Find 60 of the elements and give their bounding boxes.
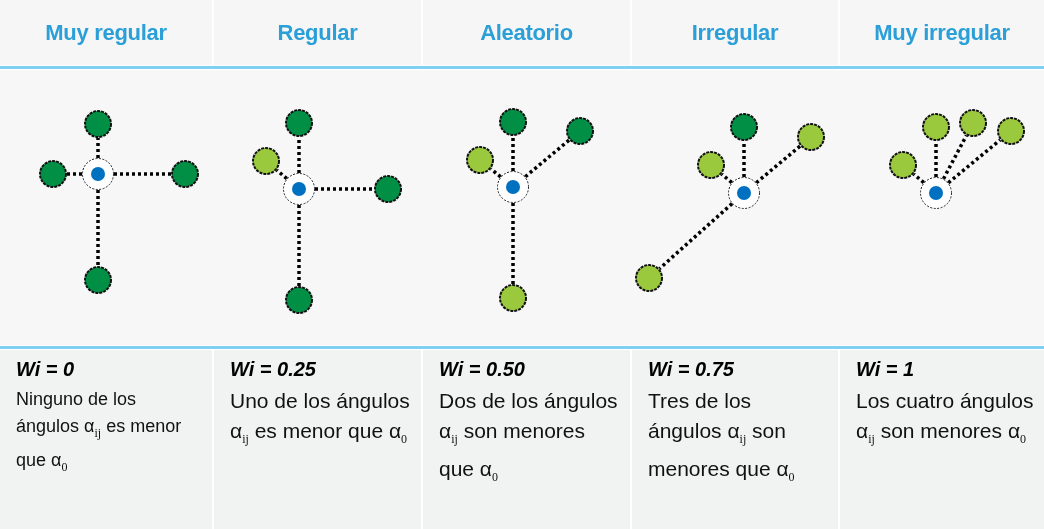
dotted-connector xyxy=(720,172,733,184)
dotted-connector xyxy=(489,167,502,179)
dotted-connector xyxy=(67,172,82,176)
neighbor-node xyxy=(373,174,403,204)
neighbor-node xyxy=(565,116,595,146)
dotted-connector xyxy=(912,172,925,184)
neighbor-node xyxy=(796,122,826,152)
weight-value: Wi = 1 xyxy=(856,358,915,381)
column-heading: Irregular xyxy=(691,19,779,46)
column-heading: Aleatorio xyxy=(480,19,573,46)
dotted-connector xyxy=(524,138,571,179)
weight-value: Wi = 0.75 xyxy=(648,358,734,381)
neighbor-node xyxy=(634,263,664,293)
description-text: Tres de los ángulos α$_{ij}$ son menores que α$_{0}$ xyxy=(648,388,796,487)
neighbor-node xyxy=(83,109,113,139)
dotted-connector xyxy=(297,205,301,286)
neighbor-node xyxy=(38,159,68,189)
neighbor-node xyxy=(958,108,988,138)
neighbor-node xyxy=(696,150,726,180)
column-heading: Muy irregular xyxy=(874,19,1010,46)
description-text: Dos de los ángulos α$_{ij}$ son menores que α$_{0}$ xyxy=(439,388,619,487)
dotted-connector xyxy=(947,138,1002,185)
hub-node xyxy=(81,157,115,191)
description-text: Los cuatro ángulos α$_{ij}$ son menores α$_{0}$ xyxy=(856,388,1034,449)
neighbor-node xyxy=(921,112,951,142)
weight-value: Wi = 0.50 xyxy=(439,358,525,381)
hub-node xyxy=(727,176,761,210)
description-text: Ninguno de los ángulos α$_{ij}$ es menor que α$_{0}$ xyxy=(16,388,183,476)
neighbor-node xyxy=(170,159,200,189)
neighbor-node xyxy=(888,150,918,180)
dotted-connector xyxy=(511,203,515,284)
dotted-connector xyxy=(755,144,802,185)
hub-node xyxy=(919,176,953,210)
dotted-connector xyxy=(658,202,734,270)
dotted-connector xyxy=(742,141,746,177)
hub-node xyxy=(282,172,316,206)
neighbor-node xyxy=(729,112,759,142)
neighbor-node xyxy=(284,285,314,315)
description-text: Uno de los ángulos α$_{ij}$ es menor que α$_{0}$ xyxy=(230,388,411,449)
neighbor-node xyxy=(284,108,314,138)
dotted-connector xyxy=(114,172,171,176)
neighbor-node xyxy=(83,265,113,295)
neighbor-node xyxy=(498,107,528,137)
dotted-connector xyxy=(275,168,288,180)
dotted-connector xyxy=(315,187,374,191)
neighbor-node xyxy=(465,145,495,175)
column-heading: Muy regular xyxy=(45,19,167,46)
neighbor-node xyxy=(498,283,528,313)
dotted-connector xyxy=(511,136,515,171)
dotted-connector xyxy=(941,134,968,180)
column-heading: Regular xyxy=(277,19,358,46)
weight-value: Wi = 0 xyxy=(16,358,75,381)
weight-value: Wi = 0.25 xyxy=(230,358,316,381)
dotted-connector xyxy=(297,137,301,173)
dotted-connector xyxy=(96,190,100,266)
dotted-connector xyxy=(934,141,938,177)
neighbor-node xyxy=(996,116,1026,146)
hub-node xyxy=(496,170,530,204)
dotted-connector xyxy=(96,138,100,158)
neighbor-node xyxy=(251,146,281,176)
